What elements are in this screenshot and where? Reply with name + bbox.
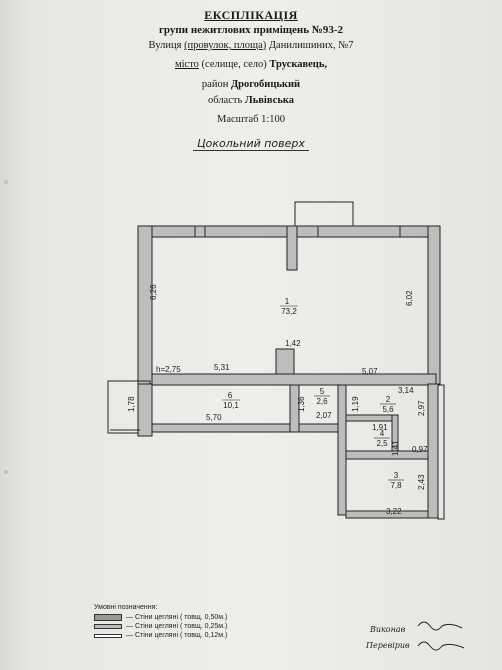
room-number: 5 — [320, 387, 325, 396]
doc-subtitle: групи нежитлових приміщень №93-2 — [0, 24, 502, 36]
window-bay — [294, 201, 354, 229]
dim-label: 0,97 — [412, 445, 428, 454]
district-label: район — [201, 79, 229, 90]
room-number: 6 — [228, 391, 233, 400]
wall-room3-bottom — [345, 510, 429, 519]
wall-room4-top — [345, 414, 397, 422]
street-hint: (провулок, площа) — [184, 40, 267, 51]
city-line: місто (селище, село) Трускавець, — [0, 59, 502, 70]
subtitle-prefix: групи нежитлових приміщень — [158, 24, 310, 36]
scale-label: Масштаб 1:100 — [216, 114, 285, 125]
dim-label: 1,19 — [351, 396, 360, 412]
room-number: 3 — [394, 471, 399, 480]
legend: Умовні позначення: — Стіни цегляні ( тов… — [94, 604, 227, 640]
city-value: Трускавець, — [269, 59, 328, 70]
street-line: Вулиця (провулок, площа) Данилишиних, №7 — [0, 40, 502, 51]
wall-middle — [151, 373, 437, 386]
dim-label: 6,02 — [405, 290, 414, 306]
room-number: 2 — [386, 395, 391, 404]
executor-label: Виконав — [370, 625, 406, 634]
wall-room6-right — [289, 384, 300, 433]
binder-hole — [4, 470, 8, 474]
legend-row: — Стіни цегляні ( товщ. 0,12м.) — [94, 631, 227, 640]
room-area: 10,1 — [223, 401, 239, 410]
group-number: №93-2 — [311, 24, 344, 36]
district-value: Дрогобицький — [230, 79, 301, 90]
dim-label: 1,91 — [372, 423, 388, 432]
dim-label: 1,42 — [285, 339, 301, 348]
dim-label: 3,22 — [386, 507, 402, 516]
floor-label: Цокольний поверх — [0, 137, 502, 151]
legend-swatch — [94, 633, 122, 638]
dim-label: 2,07 — [316, 411, 332, 420]
legend-label: — Стіни цегляні ( товщ. 0,50м.) — [126, 614, 228, 621]
legend-label: — Стіни цегляні ( товщ. 0,25м.) — [126, 623, 228, 630]
dim-label: 5,31 — [214, 363, 230, 372]
room-area: 2,6 — [316, 397, 328, 406]
doc-title: ЕКСПЛІКАЦІЯ — [204, 8, 298, 22]
room-area: 73,2 — [281, 307, 297, 316]
binder-hole — [4, 180, 8, 184]
legend-row: — Стіни цегляні ( товщ. 0,25м.) — [94, 622, 227, 631]
legend-label: — Стіни цегляні ( товщ. 0,12м.) — [126, 632, 228, 639]
dim-label: 2,43 — [417, 474, 426, 490]
room-area: 7,8 — [390, 481, 402, 490]
street-value: Данилишиних, №7 — [268, 40, 354, 51]
wall-left — [137, 225, 153, 385]
dim-label: h=2,75 — [156, 365, 181, 374]
checker-label: Перевірив — [366, 641, 410, 650]
oblast-line: область Львівська — [0, 95, 502, 106]
legend-row: — Стіни цегляні ( товщ. 0,50м.) — [94, 613, 227, 622]
dim-label: 3,14 — [398, 386, 414, 395]
wall-room6-bottom — [151, 423, 343, 433]
legend-swatch — [94, 614, 122, 621]
oblast-label: область — [207, 95, 243, 106]
room-area: 2,5 — [376, 439, 388, 448]
dim-label: 6,26 — [149, 284, 158, 300]
room-number: 1 — [285, 297, 290, 306]
signature-scribble — [417, 641, 465, 651]
city-label: місто — [174, 59, 199, 70]
signature-scribble — [417, 621, 463, 631]
dim-label: 1,41 — [391, 440, 400, 456]
city-hint: (селище, село) — [201, 59, 267, 70]
dim-label: 1,78 — [127, 396, 136, 412]
room-area: 5,6 — [382, 405, 394, 414]
legend-swatch — [94, 624, 122, 629]
wall-right-lower — [427, 383, 439, 519]
pillar — [286, 225, 298, 271]
floor-text: Цокольний поверх — [193, 137, 309, 151]
dim-label: 5,07 — [362, 367, 378, 376]
dim-label: 5,70 — [206, 413, 222, 422]
wall-right — [427, 225, 441, 385]
outer-strip — [437, 384, 445, 520]
district-line: район Дрогобицький — [0, 79, 502, 90]
wall-left-lower — [137, 383, 153, 437]
room-number: 4 — [380, 429, 385, 438]
street-label: Вулиця — [148, 40, 182, 51]
dim-label: 2,97 — [417, 400, 426, 416]
oblast-value: Львівська — [244, 95, 295, 106]
wall-room2-left — [337, 384, 347, 516]
legend-title: Умовні позначення: — [94, 604, 158, 611]
dim-label: 1,36 — [297, 396, 306, 412]
